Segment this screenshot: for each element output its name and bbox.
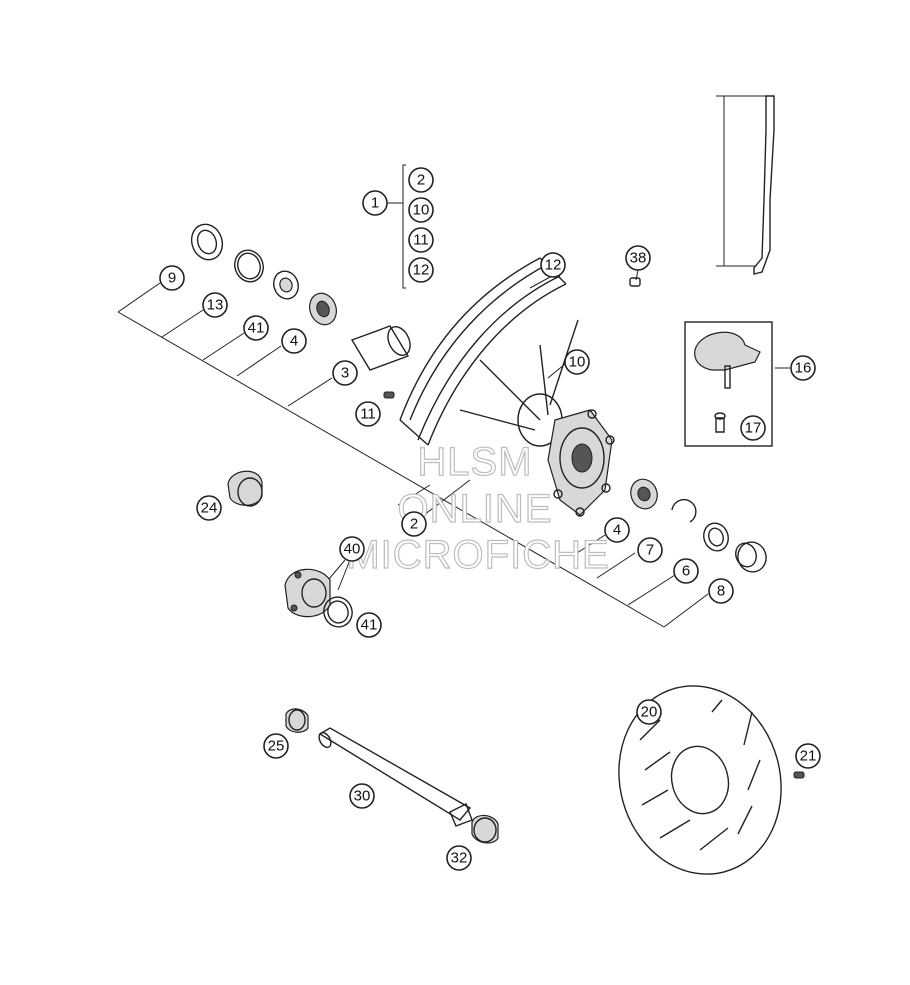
svg-text:8: 8 — [717, 583, 725, 600]
svg-text:13: 13 — [207, 297, 224, 314]
svg-text:10: 10 — [413, 202, 430, 219]
svg-text:24: 24 — [201, 500, 218, 517]
callout-6: 6 — [673, 558, 699, 584]
svg-text:11: 11 — [360, 406, 376, 423]
svg-text:40: 40 — [344, 541, 361, 558]
svg-text:1: 1 — [371, 195, 379, 212]
part-bearing-4-right — [630, 478, 658, 510]
callout-17: 17 — [740, 415, 766, 441]
svg-text:16: 16 — [795, 360, 812, 377]
svg-text:38: 38 — [630, 250, 647, 267]
callout-40: 40 — [339, 536, 365, 562]
part-speedo-drive-40 — [284, 568, 331, 618]
callout-12-kit: 12 — [408, 257, 434, 283]
callout-30: 30 — [349, 783, 375, 809]
callout-9: 9 — [159, 265, 185, 291]
part-spacer-24 — [227, 470, 263, 507]
callout-2-kit: 2 — [408, 167, 434, 193]
callout-25: 25 — [263, 733, 289, 759]
part-nut-32 — [471, 814, 499, 844]
svg-text:41: 41 — [248, 320, 265, 337]
callout-12: 12 — [540, 252, 566, 278]
part-spacer-3 — [350, 325, 411, 371]
callout-20: 20 — [636, 699, 662, 725]
callout-3: 3 — [332, 360, 358, 386]
part-spacer-25 — [285, 708, 309, 733]
part-bearing-4 — [309, 292, 337, 326]
part-box-16-17 — [684, 321, 773, 447]
part-axle-30 — [318, 727, 473, 827]
svg-text:3: 3 — [341, 365, 349, 382]
svg-text:4: 4 — [290, 333, 298, 350]
callout-1: 1 — [362, 190, 388, 216]
svg-text:25: 25 — [268, 738, 285, 755]
svg-text:41: 41 — [361, 617, 378, 634]
svg-text:17: 17 — [745, 420, 762, 437]
callout-10: 10 — [564, 349, 590, 375]
watermark-line-1: HLSM — [417, 440, 532, 484]
watermark-line-3: MICROFICHE — [346, 533, 609, 577]
part-seal-9 — [190, 223, 224, 261]
svg-text:7: 7 — [646, 542, 654, 559]
part-circlip-7 — [671, 498, 697, 523]
svg-text:6: 6 — [682, 563, 690, 580]
callout-21: 21 — [795, 743, 821, 769]
callout-4-right: 4 — [604, 517, 630, 543]
svg-text:9: 9 — [168, 270, 176, 287]
leader-lines — [117, 164, 790, 628]
callout-32: 32 — [446, 845, 472, 871]
part-valve-cap-38 — [629, 277, 641, 287]
part-seal-8 — [735, 541, 767, 573]
part-circlip-41 — [273, 270, 299, 300]
part-circlip-41-lower — [323, 596, 353, 628]
svg-text:32: 32 — [451, 850, 468, 867]
part-nipple-11 — [383, 391, 395, 399]
callout-38: 38 — [625, 245, 651, 271]
callout-24: 24 — [196, 495, 222, 521]
callout-2: 2 — [401, 511, 427, 537]
svg-text:30: 30 — [354, 788, 371, 805]
svg-text:4: 4 — [613, 522, 621, 539]
svg-text:12: 12 — [413, 262, 430, 279]
callout-16: 16 — [790, 355, 816, 381]
svg-text:11: 11 — [413, 232, 429, 249]
part-spokes-10 — [459, 319, 579, 431]
callout-11: 11 — [355, 401, 381, 427]
callout-10-kit: 10 — [408, 197, 434, 223]
callout-7: 7 — [637, 537, 663, 563]
callout-13: 13 — [202, 292, 228, 318]
callout-11-kit: 11 — [408, 227, 434, 253]
svg-text:2: 2 — [417, 172, 425, 189]
callout-41-upper: 41 — [243, 315, 269, 341]
part-screw-21 — [793, 771, 805, 779]
svg-text:10: 10 — [569, 354, 586, 371]
callout-8: 8 — [708, 578, 734, 604]
part-spoke-dimension — [716, 95, 775, 275]
part-hub-2 — [517, 393, 615, 517]
svg-text:20: 20 — [641, 704, 658, 721]
part-brake-disc-20 — [618, 685, 782, 875]
svg-text:2: 2 — [410, 516, 418, 533]
part-ring-6 — [703, 522, 729, 552]
part-rim-12 — [399, 257, 567, 446]
part-ring-13 — [234, 249, 264, 283]
callout-41-lower: 41 — [356, 612, 382, 638]
svg-text:12: 12 — [545, 257, 562, 274]
svg-text:21: 21 — [800, 748, 817, 765]
callout-4-left: 4 — [281, 328, 307, 354]
